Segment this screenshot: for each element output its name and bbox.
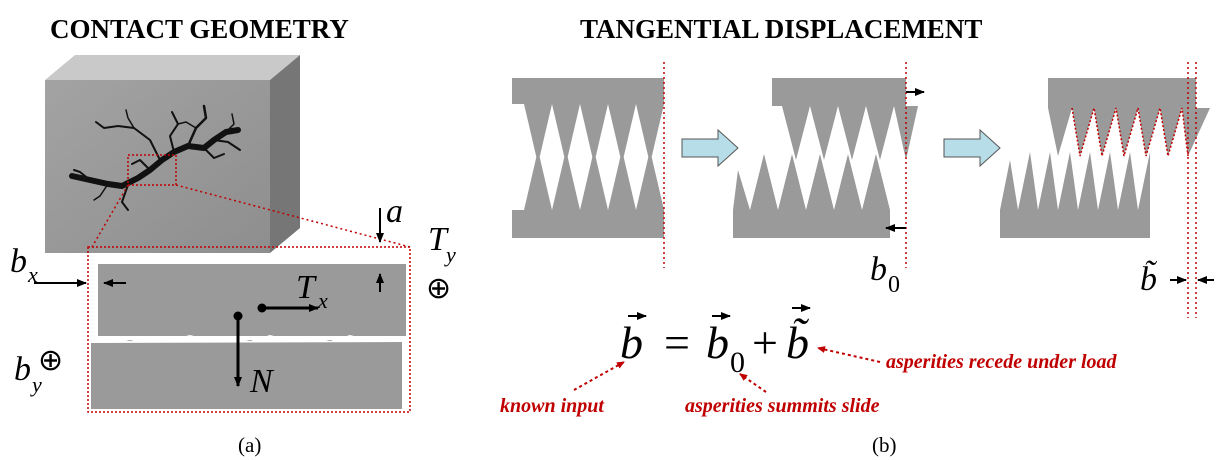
- label-ty-sub: y: [444, 242, 456, 267]
- label-tx: T: [296, 269, 317, 306]
- label-a: a: [386, 193, 403, 230]
- note-arrow-known: [573, 361, 625, 391]
- label-b0-sub: 0: [888, 272, 900, 298]
- cube-top-face: [45, 55, 300, 80]
- stage2-upper: [772, 78, 918, 160]
- eq-term2: b̃: [786, 317, 810, 368]
- equation: b = b 0 + b̃: [620, 304, 811, 379]
- label-by: b: [14, 351, 31, 388]
- stage-1: [512, 62, 665, 268]
- eq-lhs: b: [620, 317, 643, 368]
- crack: [69, 104, 241, 211]
- label-bx: b: [10, 243, 27, 280]
- label-tx-sub: x: [317, 288, 328, 313]
- cube-side-face: [270, 55, 300, 253]
- eq-term1-sub: 0: [730, 346, 745, 379]
- zoom-frame: [87, 246, 411, 413]
- left-caption: (a): [238, 433, 261, 457]
- left-title: CONTACT GEOMETRY: [50, 14, 349, 44]
- right-caption: (b): [872, 433, 897, 457]
- label-btilde: b̃: [1140, 259, 1158, 298]
- cube: [45, 55, 300, 253]
- stage-arrow-1[interactable]: [681, 128, 739, 168]
- label-by-sub: y: [30, 372, 42, 397]
- right-title: TANGENTIAL DISPLACEMENT: [580, 14, 982, 44]
- zoom-line-right: [175, 184, 411, 248]
- zoom-detail: [87, 246, 411, 413]
- note-recede: asperities recede under load: [886, 351, 1118, 373]
- label-b0: b: [870, 251, 887, 288]
- stage3-lower: [1000, 152, 1150, 238]
- stage-3: b̃: [1000, 62, 1214, 318]
- lower-block: [91, 340, 402, 409]
- stage1-lower: [512, 150, 664, 238]
- stage-2: b 0: [733, 62, 925, 298]
- note-summits-slide: asperities summits slide: [685, 395, 880, 417]
- stage1-upper: [512, 78, 664, 164]
- note-arrow-recede: [817, 346, 881, 363]
- stage3-upper: [1048, 78, 1210, 156]
- interface-roughness: [91, 335, 402, 343]
- oplus-ty: ⊕: [426, 271, 451, 306]
- zoom-window: [127, 154, 177, 186]
- note-arrow-slide: [739, 373, 767, 393]
- label-ty: T: [428, 221, 449, 258]
- label-bx-sub: x: [27, 262, 38, 287]
- oplus-by: ⊕: [38, 343, 63, 378]
- note-known-input: known input: [500, 395, 605, 417]
- zoom-line-left: [91, 184, 129, 248]
- upper-block: [98, 264, 406, 336]
- eq-plus: +: [752, 317, 778, 368]
- eq-term1: b: [706, 317, 729, 368]
- eq-equals: =: [664, 317, 690, 368]
- stage-arrow-2[interactable]: [943, 128, 1001, 168]
- label-n: N: [249, 363, 275, 400]
- stage2-lower: [733, 154, 890, 238]
